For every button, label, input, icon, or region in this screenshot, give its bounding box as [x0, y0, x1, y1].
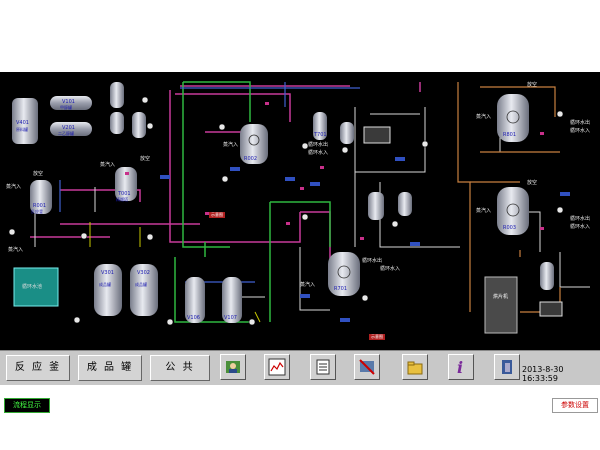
- magenta-pipes: [30, 82, 421, 262]
- cooling-pool: [13, 267, 59, 307]
- v401-tank: [12, 98, 38, 144]
- small-tank-a: [110, 82, 124, 108]
- small-tank-c: [110, 112, 124, 134]
- small-vessel-e: [398, 192, 412, 216]
- vent-label-3: 放空: [527, 180, 538, 186]
- r701-reactor: [328, 252, 360, 296]
- steam-in-label-7: 蒸汽入: [476, 208, 492, 214]
- cooling-out-label-1: 循环水出: [362, 258, 383, 264]
- trend-chart-icon: [268, 358, 286, 376]
- v301-label: V301: [101, 270, 114, 276]
- steam-in-label-6: 蒸汽入: [476, 114, 492, 120]
- svg-text:i: i: [457, 358, 463, 376]
- v101-sub: 甲醇罐: [60, 105, 72, 110]
- v302-label: V302: [137, 270, 150, 276]
- valves: [125, 102, 544, 240]
- r802-reactor: [497, 187, 529, 235]
- small-vessel-d: [340, 122, 354, 144]
- t001-label: T001: [118, 191, 131, 197]
- vent-label-1: 放空: [140, 156, 151, 162]
- main-reactor-1: [240, 124, 268, 164]
- instrument-tags: [160, 157, 570, 322]
- condenser-box-b: [539, 301, 563, 317]
- v301-sub: 成品罐: [99, 282, 111, 287]
- exit-button[interactable]: [494, 354, 520, 380]
- dryer-label: 烘片机: [493, 294, 509, 300]
- v106-tank: [185, 277, 205, 323]
- t701-column: [313, 112, 327, 140]
- v201-tank: [50, 122, 92, 136]
- t001-sub: 精馏塔: [116, 197, 128, 202]
- cooling-in-label-4: 循环水入: [308, 150, 329, 156]
- report-icon: [316, 359, 330, 375]
- r001-sub: 反应釜: [31, 209, 43, 214]
- pool-label: 循环水池: [22, 284, 43, 290]
- v302-sub: 成品罐: [135, 282, 147, 287]
- cooling-in-label-3: 循环水入: [570, 224, 591, 230]
- alarm-mute-button[interactable]: [354, 354, 380, 380]
- v107-label: V107: [224, 315, 237, 321]
- alarm-mute-icon: [359, 359, 375, 375]
- pipe-network: [8, 81, 590, 334]
- red-tag-1[interactable]: 示意图: [209, 212, 225, 218]
- vent-label-2: 放空: [527, 82, 538, 88]
- process-flow-diagram: V101 甲醇罐 V201 二乙醇罐 V401 原料罐 R001 反应釜 T00…: [0, 72, 600, 413]
- r002-label: R002: [244, 156, 258, 162]
- v401-label: V401: [16, 120, 29, 126]
- operator-icon: [226, 361, 240, 373]
- v101-tank: [50, 96, 92, 110]
- pumps: [8, 96, 564, 326]
- v401-sub: 原料罐: [16, 127, 28, 132]
- r002-left-reactor: [115, 167, 137, 201]
- yellow-pipes: [89, 222, 261, 323]
- nav-product-tank-button[interactable]: 成 品 罐: [78, 355, 142, 381]
- red-tag-2[interactable]: 示意图: [369, 334, 385, 340]
- info-icon: i: [457, 358, 463, 376]
- t701-label: T701: [314, 132, 327, 138]
- r701-label: R701: [334, 286, 348, 292]
- nav-reactor-button[interactable]: 反 应 釜: [6, 355, 70, 381]
- r801-reactor: [497, 94, 529, 142]
- steam-in-label-1: 蒸汽入: [6, 184, 22, 190]
- v302-tank: [130, 264, 158, 316]
- folder-icon: [407, 361, 423, 375]
- v201-sub: 二乙醇罐: [58, 131, 74, 136]
- v201-label: V201: [62, 125, 75, 131]
- trend-button[interactable]: [264, 354, 290, 380]
- v107-tank: [222, 277, 242, 323]
- cooling-out-label-3: 循环水出: [570, 216, 591, 222]
- nav-public-button[interactable]: 公 共: [150, 355, 210, 381]
- r001-reactor: [30, 180, 52, 214]
- cooling-in-label-2: 循环水入: [570, 128, 591, 134]
- steam-in-label-5: 蒸汽入: [300, 282, 316, 288]
- small-vessel-f: [540, 262, 554, 290]
- r801-label: R801: [503, 132, 517, 138]
- blue-pipes: [59, 82, 360, 283]
- cooling-out-label-4: 循环水出: [308, 142, 329, 148]
- info-button[interactable]: i: [448, 354, 474, 380]
- r001-label: R001: [33, 203, 47, 209]
- exit-icon: [502, 360, 512, 374]
- folder-button[interactable]: [402, 354, 428, 380]
- operator-button[interactable]: [220, 354, 246, 380]
- param-settings-button[interactable]: 参数设置: [552, 398, 598, 413]
- report-button[interactable]: [310, 354, 336, 380]
- r003-label: R003: [503, 225, 517, 231]
- t701-vessel: [368, 192, 384, 220]
- steam-in-label-4: 蒸汽入: [223, 142, 239, 148]
- v106-label: V106: [187, 315, 200, 321]
- v301-tank: [94, 264, 122, 316]
- steam-in-label-3: 蒸汽入: [8, 247, 24, 253]
- flow-display-button[interactable]: 流程显示: [4, 398, 50, 413]
- small-tank-b: [132, 112, 146, 138]
- datetime-display: 2013-8-30 16:33:59: [522, 365, 564, 383]
- condenser-box-a: [363, 126, 391, 144]
- vent-label-4: 放空: [33, 171, 44, 177]
- bottom-toolbar: 反 应 釜 成 品 罐 公 共 i 2013-8-30 16:33:59: [0, 350, 600, 385]
- cooling-in-label-1: 循环水入: [380, 266, 401, 272]
- dryer-unit: [484, 276, 518, 334]
- steam-in-label-2: 蒸汽入: [100, 162, 116, 168]
- v101-label: V101: [62, 99, 75, 105]
- cooling-out-label-2: 循环水出: [570, 120, 591, 126]
